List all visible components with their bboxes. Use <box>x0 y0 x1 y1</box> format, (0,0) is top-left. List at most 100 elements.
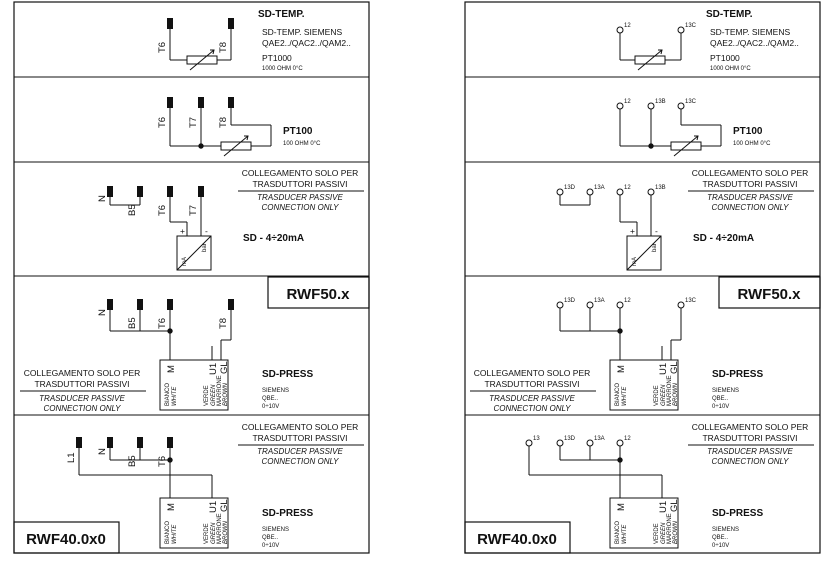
wire-color: MARRONE <box>217 513 223 544</box>
description-line: SIEMENS <box>712 388 739 394</box>
pressure-sensor-box <box>159 497 229 549</box>
note-line: TRASDUTTORI PASSIVI <box>702 179 797 189</box>
panel-title: SD-PRESS <box>712 369 763 380</box>
sensor-terminal: M <box>166 365 177 373</box>
terminal-label: 13C <box>685 99 697 105</box>
left-panel-sd-press-rwf40: M U1 GL BIANCO WHITE VERDE GREEN MARRONE… <box>13 422 364 554</box>
description-line: 0÷10V <box>262 404 279 410</box>
wire-color: BIANCO <box>615 383 621 406</box>
terminal-label: 13A <box>594 185 605 191</box>
wire-color: BROWN <box>223 382 229 406</box>
wire-color: BIANCO <box>165 521 171 544</box>
converter-box <box>176 235 212 271</box>
terminal-label: T6 <box>157 456 168 467</box>
note-line-en: TRASDUCER PASSIVE <box>707 193 793 202</box>
note-line: TRASDUTTORI PASSIVI <box>484 379 579 389</box>
terminal-block <box>167 18 173 29</box>
wire-color: MARRONE <box>217 375 223 406</box>
polarity-label: - <box>205 226 208 236</box>
model-badge-frame <box>13 521 120 554</box>
description-line: QBE.. <box>262 396 278 402</box>
right-panel-sd-press-rwf40: M U1 GL BIANCO WHITE VERDE GREEN MARRONE… <box>464 422 814 554</box>
converter-label: mA <box>182 257 188 266</box>
terminal-label: 12 <box>624 23 631 29</box>
wire-color: VERDE <box>204 523 210 544</box>
terminal-label: T8 <box>218 117 229 128</box>
polarity-label: + <box>180 226 185 236</box>
sensor-terminal: U1 <box>208 501 219 513</box>
panel-title: SD-PRESS <box>712 508 763 519</box>
right-panel-sd-press-rwf50: RWF50.x M U1 GL BIANCO WHITE VERDE GREEN… <box>470 276 821 413</box>
model-badge: RWF40.0x0 <box>26 531 106 548</box>
note-line: TRASDUTTORI PASSIVI <box>34 379 129 389</box>
terminal-label: 13 <box>533 436 540 442</box>
panel-title: PT100 <box>733 126 763 137</box>
wire-color: GREEN <box>211 384 217 406</box>
note-line-en: TRASDUCER PASSIVE <box>257 193 343 202</box>
panel-title: SD-TEMP. <box>258 9 305 20</box>
description-line: QBE.. <box>712 396 728 402</box>
wire-color: BIANCO <box>165 383 171 406</box>
panel-title: SD - 4÷20mA <box>693 233 754 244</box>
model-badge: RWF40.0x0 <box>477 531 557 548</box>
note-line: COLLEGAMENTO SOLO PER <box>242 168 359 178</box>
polarity-label: + <box>630 226 635 236</box>
left-panel-4-20ma: mA bar + - N B5 T6 T7 COLLEGAMENTO SOLO … <box>97 168 364 271</box>
terminal-label: 13B <box>655 99 666 105</box>
note-line-en: TRASDUCER PASSIVE <box>257 447 343 456</box>
sensor-spec: 100 OHM 0°C <box>283 141 321 147</box>
terminal-label: B5 <box>127 317 138 329</box>
terminal-label: 12 <box>624 298 631 304</box>
description-line: QBE.. <box>262 535 278 541</box>
note-line: TRASDUTTORI PASSIVI <box>702 433 797 443</box>
wire-color: MARRONE <box>667 513 673 544</box>
converter-label: bar <box>202 243 208 252</box>
description-line: SD-TEMP. SIEMENS <box>710 27 790 37</box>
resistor-symbol <box>220 141 252 151</box>
description-line: QAE2../QAC2../QAM2.. <box>710 38 799 48</box>
terminal-label: T6 <box>157 117 168 128</box>
wire-color: WHITE <box>172 386 178 406</box>
terminal-label: 12 <box>624 185 631 191</box>
wire-color: BROWN <box>673 382 679 406</box>
terminal-label: 13B <box>655 185 666 191</box>
wire-color: BROWN <box>673 520 679 544</box>
wire-color: WHITE <box>622 524 628 544</box>
terminal-label: T7 <box>188 117 199 128</box>
sensor-model: PT1000 <box>710 53 740 63</box>
sensor-terminal: GL <box>669 499 680 512</box>
wire-color: BROWN <box>223 520 229 544</box>
terminal-label: N <box>97 195 108 202</box>
description-line: 0÷10V <box>712 543 729 549</box>
panel-title: SD-TEMP. <box>706 9 753 20</box>
note-line-en: CONNECTION ONLY <box>261 203 339 212</box>
sensor-terminal: M <box>616 503 627 511</box>
polarity-label: - <box>655 226 658 236</box>
wire-color: GREEN <box>211 522 217 544</box>
resistor-symbol <box>186 55 218 65</box>
wire-color: BIANCO <box>615 521 621 544</box>
sensor-terminal: U1 <box>208 363 219 375</box>
wire-color: VERDE <box>654 523 660 544</box>
sensor-terminal: U1 <box>658 363 669 375</box>
sensor-terminal: M <box>166 503 177 511</box>
terminal-label: T8 <box>218 42 229 53</box>
terminal-label: 13A <box>594 298 605 304</box>
description-line: SIEMENS <box>262 527 289 533</box>
sensor-terminal: U1 <box>658 501 669 513</box>
sensor-spec: 100 OHM 0°C <box>733 141 771 147</box>
description-line: QBE.. <box>712 535 728 541</box>
terminal-label: 12 <box>624 436 631 442</box>
description-line: QAE2../QAC2../QAM2.. <box>262 38 351 48</box>
wire-color: GREEN <box>661 384 667 406</box>
note-line-en: CONNECTION ONLY <box>711 457 789 466</box>
note-line-en: TRASDUCER PASSIVE <box>39 394 125 403</box>
note-line: TRASDUTTORI PASSIVI <box>252 179 347 189</box>
note-line: TRASDUTTORI PASSIVI <box>252 433 347 443</box>
left-panel-pt100: T6 T7 T8 PT100 100 OHM 0°C <box>157 97 321 157</box>
terminal-label: 13C <box>685 298 697 304</box>
wire-color: MARRONE <box>667 375 673 406</box>
sensor-terminal: GL <box>219 499 230 512</box>
